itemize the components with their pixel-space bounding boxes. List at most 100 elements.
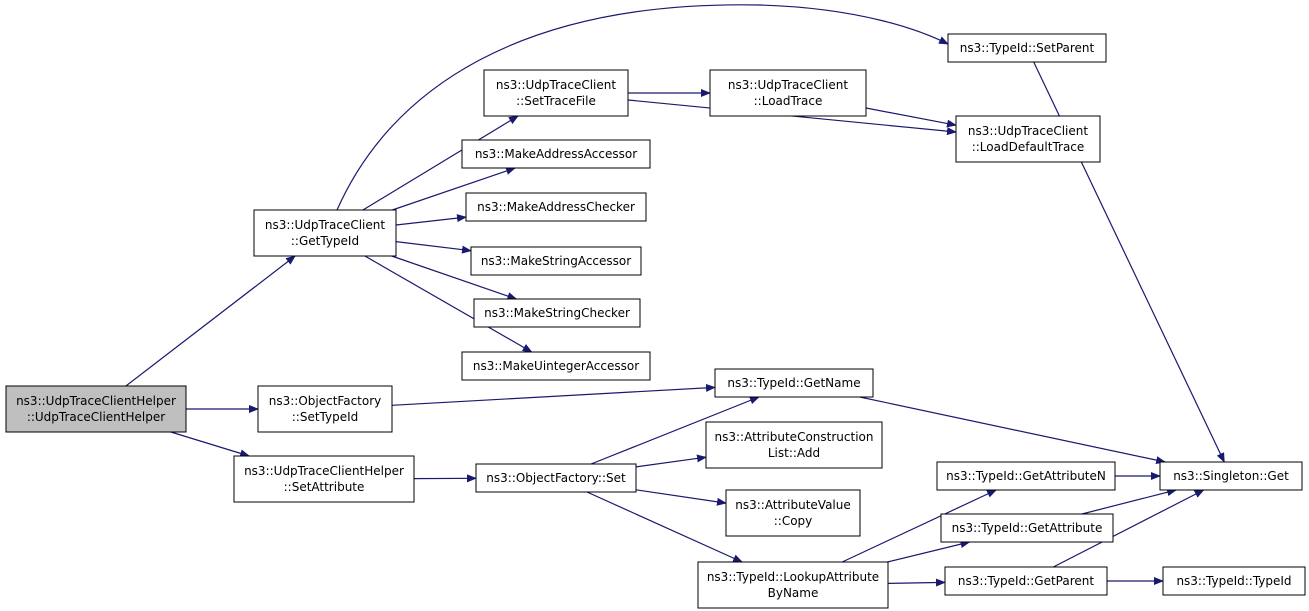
edge-getParent-to-singletonGet: [1053, 489, 1205, 568]
node-box: [461, 351, 651, 381]
edge-getTypeId-to-makeStrAcc: [395, 241, 472, 254]
node-label: ns3::UdpTraceClientHelper: [244, 464, 404, 478]
edge-lookupAttr-to-getAttrN: [841, 489, 998, 563]
node-label: ::UdpTraceClientHelper: [27, 410, 165, 424]
node-box: [1162, 566, 1306, 596]
node-box: [233, 455, 415, 503]
node-avCopy[interactable]: ns3::AttributeValue::Copy: [725, 489, 861, 537]
node-box: [936, 461, 1116, 491]
edge-ofSetTypeId-to-getName: [391, 383, 716, 406]
node-box: [465, 192, 647, 222]
node-getAttrN[interactable]: ns3::TypeId::GetAttributeN: [936, 461, 1116, 491]
node-label: ::LoadTrace: [754, 94, 823, 108]
node-ofSetTypeId[interactable]: ns3::ObjectFactory::SetTypeId: [257, 385, 393, 433]
node-box: [940, 513, 1114, 543]
node-box: [725, 489, 861, 537]
node-label: ns3::Singleton::Get: [1173, 469, 1289, 483]
node-label: ns3::UdpTraceClientHelper: [16, 394, 176, 408]
edges: [125, 4, 1225, 587]
node-label: ns3::UdpTraceClient: [728, 78, 848, 92]
node-label: ns3::TypeId::LookupAttribute: [707, 570, 879, 584]
node-label: ns3::TypeId::GetAttributeN: [946, 469, 1106, 483]
node-label: ns3::MakeStringAccessor: [481, 254, 631, 268]
node-label: ns3::MakeAddressAccessor: [475, 147, 637, 161]
node-box: [697, 561, 889, 609]
node-getTypeId[interactable]: ns3::UdpTraceClient::GetTypeId: [253, 209, 397, 257]
node-box: [955, 115, 1101, 163]
node-label: ns3::TypeId::TypeId: [1176, 574, 1291, 588]
node-makeStrChk[interactable]: ns3::MakeStringChecker: [473, 298, 641, 328]
node-getName[interactable]: ns3::TypeId::GetName: [714, 368, 874, 398]
edge-ofSet-to-lookupAttr: [586, 491, 744, 563]
edge-getTypeId-to-makeUintAcc: [364, 255, 533, 353]
edge-ofSet-to-acAdd: [635, 454, 707, 468]
edge-getTypeId-to-makeStrChk: [391, 255, 518, 300]
node-loadDefault[interactable]: ns3::UdpTraceClient::LoadDefaultTrace: [955, 115, 1101, 163]
node-box: [705, 421, 883, 469]
node-box: [257, 385, 393, 433]
node-label: ns3::AttributeValue: [735, 498, 851, 512]
node-helperSetAttr[interactable]: ns3::UdpTraceClientHelper::SetAttribute: [233, 455, 415, 503]
node-label: ::SetAttribute: [284, 480, 365, 494]
node-label: ns3::UdpTraceClient: [496, 78, 616, 92]
node-label: ns3::TypeId::GetParent: [958, 574, 1094, 588]
node-getAttr[interactable]: ns3::TypeId::GetAttribute: [940, 513, 1114, 543]
node-label: ns3::UdpTraceClient: [265, 218, 385, 232]
node-makeAddrChk[interactable]: ns3::MakeAddressChecker: [465, 192, 647, 222]
node-label: ::LoadDefaultTrace: [972, 140, 1085, 154]
node-label: ns3::MakeStringChecker: [484, 306, 630, 320]
node-box: [1159, 461, 1303, 491]
node-box: [947, 33, 1107, 63]
node-label: ::SetTraceFile: [516, 94, 596, 108]
edge-getTypeId-to-setParent: [336, 4, 949, 211]
node-typeIdTypeId[interactable]: ns3::TypeId::TypeId: [1162, 566, 1306, 596]
node-label: ::SetTypeId: [292, 410, 359, 424]
node-label: ::GetTypeId: [291, 234, 359, 248]
node-box: [470, 246, 642, 276]
edge-ofSet-to-avCopy: [635, 489, 727, 506]
node-makeStrAcc[interactable]: ns3::MakeStringAccessor: [470, 246, 642, 276]
edge-getTypeId-to-setTraceFile: [362, 115, 519, 211]
node-makeUintAcc[interactable]: ns3::MakeUintegerAccessor: [461, 351, 651, 381]
node-label: ByName: [768, 586, 819, 600]
node-box: [483, 69, 629, 117]
node-label: ns3::ObjectFactory: [269, 394, 382, 408]
edge-getTypeId-to-makeAddrChk: [395, 214, 467, 226]
node-setParent[interactable]: ns3::TypeId::SetParent: [947, 33, 1107, 63]
node-singletonGet[interactable]: ns3::Singleton::Get: [1159, 461, 1303, 491]
node-setTraceFile[interactable]: ns3::UdpTraceClient::SetTraceFile: [483, 69, 629, 117]
node-label: ns3::UdpTraceClient: [968, 124, 1088, 138]
edge-getAttr-to-singletonGet: [1081, 488, 1178, 515]
node-box: [475, 463, 637, 493]
node-loadTrace[interactable]: ns3::UdpTraceClient::LoadTrace: [709, 69, 867, 117]
node-box: [709, 69, 867, 117]
nodes: ns3::UdpTraceClientHelper::UdpTraceClien…: [5, 33, 1306, 609]
node-box: [714, 368, 874, 398]
node-label: List::Add: [768, 446, 820, 460]
node-box: [461, 139, 651, 169]
node-label: ns3::MakeAddressChecker: [477, 200, 635, 214]
node-ofSet[interactable]: ns3::ObjectFactory::Set: [475, 463, 637, 493]
node-box: [944, 566, 1108, 596]
edge-loadTrace-to-loadDefault: [865, 107, 957, 128]
node-getParent[interactable]: ns3::TypeId::GetParent: [944, 566, 1108, 596]
node-label: ns3::TypeId::SetParent: [960, 41, 1095, 55]
node-label: ns3::MakeUintegerAccessor: [473, 359, 639, 373]
node-label: ns3::AttributeConstruction: [715, 430, 874, 444]
node-label: ns3::TypeId::GetName: [727, 376, 860, 390]
edge-ofSet-to-getName: [590, 396, 760, 465]
node-box: [253, 209, 397, 257]
edge-lookupAttr-to-getAttr: [887, 540, 971, 563]
edge-getTypeId-to-makeAddrAcc: [392, 167, 517, 211]
node-label: ::Copy: [774, 514, 813, 528]
edge-lookupAttr-to-getParent: [887, 578, 946, 587]
node-root[interactable]: ns3::UdpTraceClientHelper::UdpTraceClien…: [5, 385, 187, 433]
node-box: [5, 385, 187, 433]
node-makeAddrAcc[interactable]: ns3::MakeAddressAccessor: [461, 139, 651, 169]
node-label: ns3::TypeId::GetAttribute: [952, 521, 1103, 535]
edge-root-to-helperSetAttr: [170, 431, 251, 458]
node-box: [473, 298, 641, 328]
